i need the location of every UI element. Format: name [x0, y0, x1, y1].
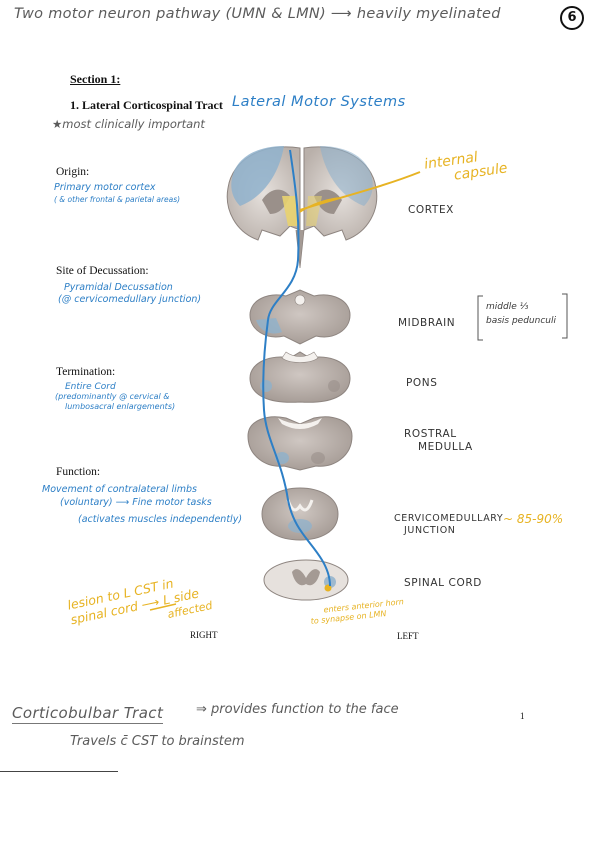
- decussation-note-line: (@ cervicomedullary junction): [58, 294, 202, 305]
- function-note-line: (voluntary) ⟶ Fine motor tasks: [60, 497, 212, 508]
- rostral-medulla-section: [247, 416, 353, 471]
- pons-label: PONS: [406, 377, 438, 389]
- termination-label: Termination:: [56, 366, 116, 378]
- origin-note-line: ( & other frontal & parietal areas): [54, 195, 181, 204]
- lesion-arrow: [149, 603, 177, 611]
- cervicomedullary-label-line: JUNCTION: [404, 525, 456, 536]
- midbrain-note-line: basis pedunculi: [486, 316, 556, 326]
- rostral-medulla-label-line: ROSTRAL: [404, 428, 457, 440]
- corticobulbar-heading: Corticobulbar Tract: [12, 704, 164, 724]
- page-number: 1: [520, 711, 525, 721]
- midbrain-label: MIDBRAIN: [398, 317, 456, 329]
- cortex-label: CORTEX: [408, 204, 454, 216]
- internal-capsule-pointer-branch: [299, 197, 339, 213]
- corticobulbar-note: ⇒ provides function to the face: [196, 702, 399, 717]
- section-title: 1. Lateral Corticospinal Tract: [70, 98, 223, 112]
- corticobulbar-subnote: Travels c̄ CST to brainstem: [70, 734, 245, 749]
- origin-label: Origin:: [56, 166, 90, 178]
- title-handwritten-note: Lateral Motor Systems: [232, 94, 406, 110]
- footnote-divider: [0, 771, 118, 772]
- decussation-note-line: Pyramidal Decussation: [64, 282, 173, 293]
- corticospinal-tract-illustration: [149, 146, 568, 611]
- midbrain-note-bracket-left: [477, 295, 483, 341]
- corticospinal-tract-path: [262, 149, 331, 587]
- termination-note: Entire Cord (predominantly @ cervical & …: [55, 382, 175, 412]
- termination-note-line: Entire Cord: [65, 382, 116, 392]
- function-note-line: (activates muscles independently): [78, 514, 243, 525]
- midbrain-note-bracket-right: [562, 293, 568, 339]
- decussation-label: Site of Decussation:: [56, 265, 149, 277]
- cervicomedullary-percent-note: ~ 85-90%: [503, 512, 564, 526]
- cervicomedullary-label: CERVICOMEDULLARY JUNCTION: [394, 513, 503, 537]
- cortex-section: [226, 146, 378, 269]
- right-side-label: RIGHT: [190, 630, 218, 640]
- pons-section: [249, 351, 351, 403]
- header-handwritten-note: Two motor neuron pathway (UMN & LMN) ⟶ h…: [14, 6, 501, 22]
- origin-note: Primary motor cortex ( & other frontal &…: [54, 182, 180, 206]
- cervicomedullary-section: [261, 487, 339, 541]
- midbrain-section: [249, 289, 351, 345]
- clinically-important-note: ★most clinically important: [52, 117, 205, 131]
- spinal-cord-section: [263, 559, 349, 601]
- cervicomedullary-label-line: CERVICOMEDULLARY: [394, 513, 504, 524]
- decussation-note: Pyramidal Decussation (@ cervicomedullar…: [58, 282, 201, 306]
- function-note-line: Movement of contralateral limbs: [42, 484, 197, 495]
- page-number-badge: 6: [560, 6, 584, 30]
- rostral-medulla-label: ROSTRAL MEDULLA: [404, 428, 473, 454]
- midbrain-note-line: middle ⅓: [486, 302, 529, 312]
- spinal-cord-label: SPINAL CORD: [404, 577, 482, 589]
- midbrain-note: middle ⅓ basis pedunculi: [486, 300, 556, 328]
- function-note: Movement of contralateral limbs (volunta…: [42, 483, 242, 526]
- rostral-medulla-label-line: MEDULLA: [418, 441, 473, 453]
- function-label: Function:: [56, 466, 101, 478]
- termination-note-line: (predominantly @ cervical &: [55, 392, 170, 401]
- left-side-label: LEFT: [397, 631, 419, 641]
- section-label: Section 1:: [70, 72, 121, 86]
- origin-note-line: Primary motor cortex: [54, 182, 156, 193]
- termination-note-line: lumbosacral enlargements): [65, 402, 176, 411]
